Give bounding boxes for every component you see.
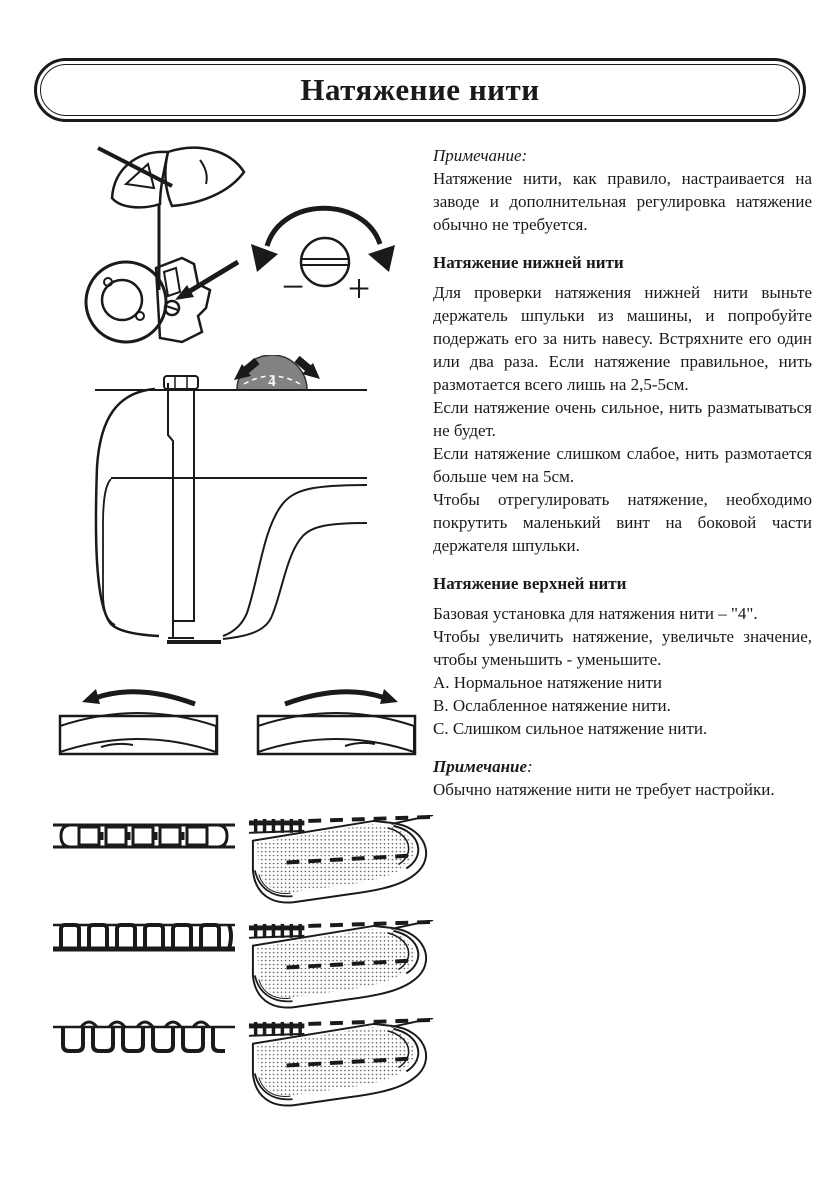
list-item-a: A. Нормальное натяжение нити — [433, 673, 662, 692]
thread-line — [97, 146, 173, 188]
paragraph: Чтобы отрегулировать натяжение, необходи… — [433, 490, 812, 555]
note-text: Натяжение нити, как правило, настраивает… — [433, 169, 812, 234]
plus-symbol: + — [348, 266, 371, 311]
tension-screw — [163, 299, 181, 317]
fabric-swatch-normal — [249, 815, 433, 903]
tension-screw-rotation-icon: − + — [251, 205, 395, 311]
turn-left-arrow — [94, 689, 196, 707]
paragraph: Если натяжение очень сильное, нить разма… — [433, 398, 812, 440]
arrowhead-right — [368, 245, 395, 272]
tension-dial-turn-left-illustration — [58, 689, 219, 756]
dial-arrows — [234, 355, 320, 380]
text-column: Примечание: Натяжение нити, как правило,… — [433, 144, 812, 801]
fabric-swatch-tight — [249, 1018, 433, 1106]
stitch-loose-tension-illustration — [53, 923, 235, 952]
machine-body — [94, 375, 368, 644]
face-plate-screw — [163, 375, 199, 390]
fingernail — [123, 162, 156, 190]
bobbin-case-hanging-illustration: − + — [84, 146, 395, 344]
paragraph: Базовая установка для натяжения нити – "… — [433, 604, 758, 623]
pointer-arrow — [175, 259, 240, 300]
stitch-tension-diagrams — [53, 813, 440, 1115]
sewing-machine-illustration: 4 — [94, 355, 368, 644]
note-colon: : — [527, 757, 533, 776]
paragraph: Если натяжение слишком слабое, нить разм… — [433, 444, 812, 486]
list-item-c: C. Слишком сильное натяжение нити. — [433, 719, 708, 738]
note-label-text: Примечание — [433, 757, 528, 776]
dial-value: 4 — [268, 374, 276, 390]
title-banner-inner: Натяжение нити — [40, 64, 800, 116]
paragraph: Чтобы увеличить натяжение, увеличьте зна… — [433, 627, 812, 669]
hand-fingers-illustration — [110, 146, 246, 209]
bobbin-case — [84, 256, 212, 344]
screw-head-icon — [299, 236, 351, 288]
title-banner: Натяжение нити — [34, 58, 806, 122]
page-title: Натяжение нити — [300, 72, 540, 107]
list-item-b: B. Ослабленное натяжение нити. — [433, 696, 671, 715]
dial-rotation-diagrams — [58, 689, 417, 756]
arrowhead-left — [251, 244, 278, 272]
note-text: Обычно натяжение нити не требует настрой… — [433, 780, 775, 799]
turn-right-arrow — [284, 689, 386, 707]
tension-dial-turn-right-illustration — [256, 689, 417, 756]
section-heading-upper-tension: Натяжение верхней нити — [433, 574, 627, 593]
minus-symbol: − — [282, 264, 305, 309]
note-label-bold: Примечание: — [433, 755, 812, 778]
stitch-normal-tension-illustration — [53, 823, 235, 849]
note-label: Примечание: — [433, 146, 528, 165]
stitch-tight-tension-illustration — [53, 1020, 235, 1053]
section-heading-lower-tension: Натяжение нижней нити — [433, 253, 624, 272]
paragraph: Для проверки натяжения нижней нити выньт… — [433, 283, 812, 394]
fabric-swatch-loose — [249, 920, 433, 1008]
